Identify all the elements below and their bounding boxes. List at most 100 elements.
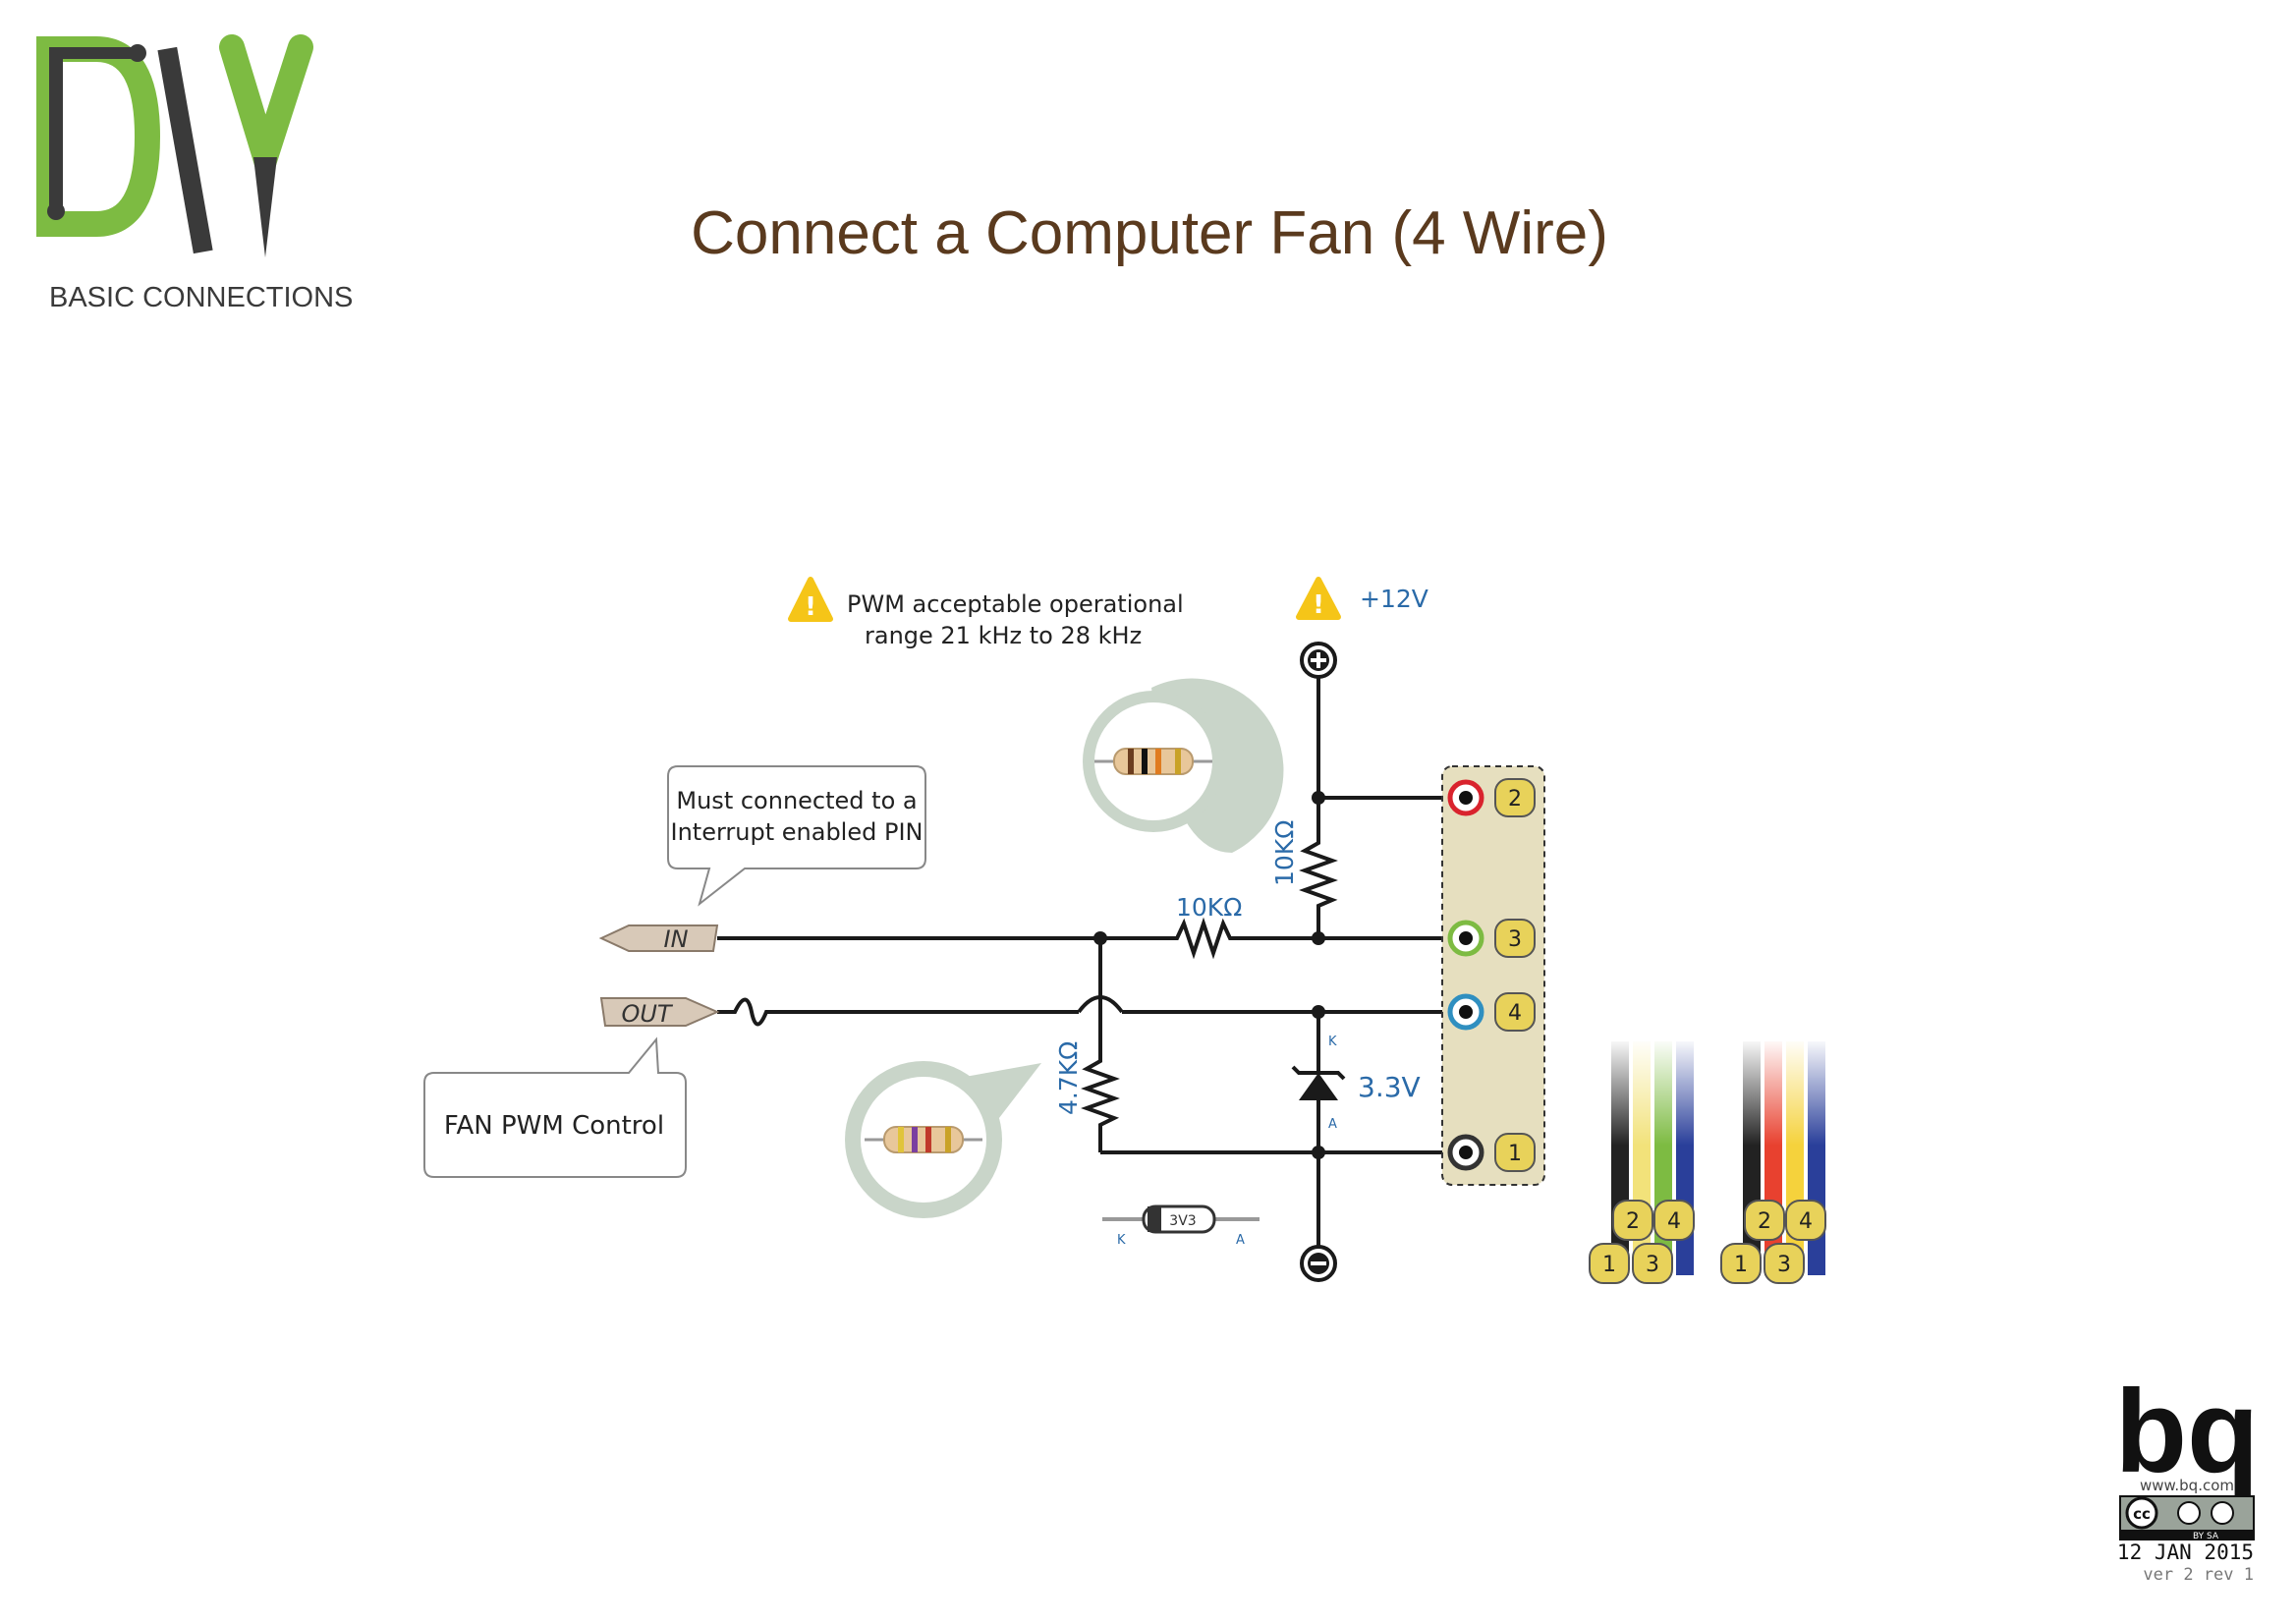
pin-number: 3 xyxy=(1508,927,1522,952)
cc-license-text: BY SA xyxy=(2193,1532,2219,1541)
cable-pin-badge xyxy=(1612,1200,1653,1241)
junctions xyxy=(1093,791,1325,1159)
in-port-shape xyxy=(598,924,719,952)
cc-icon-text: cc xyxy=(2133,1505,2151,1523)
in-port-label: IN xyxy=(663,925,688,953)
diode-a-label: A xyxy=(1236,1233,1245,1248)
cable-pin-number: 4 xyxy=(1799,1209,1813,1234)
cable-pin-badge xyxy=(1653,1200,1695,1241)
cable-pin-number: 3 xyxy=(1777,1253,1791,1277)
resistor-band xyxy=(912,1127,918,1152)
pin-number: 2 xyxy=(1508,787,1522,812)
brand-logo: bq xyxy=(2115,1366,2260,1497)
pin-badge xyxy=(1494,992,1536,1032)
diy-logo: BASIC CONNECTIONS xyxy=(36,34,353,313)
interrupt-callout: Must connected to a Interrupt enabled PI… xyxy=(667,765,926,907)
zener-diode: 3.3V K A xyxy=(1291,1035,1421,1132)
page-title: Connect a Computer Fan (4 Wire) xyxy=(691,199,1608,267)
pin-badge xyxy=(1494,1133,1536,1172)
cable-pin-badge xyxy=(1720,1243,1762,1284)
resistor-band xyxy=(1155,749,1161,774)
logo-subtitle: BASIC CONNECTIONS xyxy=(49,282,353,313)
brand-url: www.bq.com xyxy=(2140,1477,2234,1494)
cable-pin-number: 3 xyxy=(1646,1253,1659,1277)
junction xyxy=(1312,931,1325,945)
interrupt-callout-line2: Interrupt enabled PIN xyxy=(671,818,924,846)
vcc-terminal xyxy=(1300,642,1337,679)
interrupt-callout-line1: Must connected to a xyxy=(676,787,917,814)
cc-badge-strip xyxy=(2120,1530,2254,1540)
connector-pin-3: 3 xyxy=(1447,919,1536,958)
out-port-label: OUT xyxy=(621,1000,673,1028)
pin-badge xyxy=(1494,919,1536,958)
series-resistor-value: 10KΩ xyxy=(1176,893,1242,922)
cable-pin-badge xyxy=(1785,1200,1826,1241)
zener-triangle xyxy=(1299,1073,1338,1100)
zener-diode-photo: 3V3 K A xyxy=(1102,1204,1260,1248)
plus-icon xyxy=(1311,652,1326,668)
pin-badge xyxy=(1494,778,1536,817)
doc-version: ver 2 rev 1 xyxy=(2143,1565,2254,1585)
pin-socket-core xyxy=(1459,1005,1473,1019)
logo-knob-2 xyxy=(129,44,146,62)
doc-date: 12 JAN 2015 xyxy=(2117,1540,2254,1564)
cable-fade xyxy=(1739,1037,1831,1146)
pin-socket-core xyxy=(1459,931,1473,945)
cable-fade xyxy=(1607,1037,1700,1146)
cable-pin-badge xyxy=(1764,1243,1805,1284)
warning-icon xyxy=(1296,577,1341,620)
pin-number: 1 xyxy=(1508,1142,1522,1166)
resistor-bubble-10k xyxy=(1083,678,1284,853)
connector-pin-1: 1 xyxy=(1447,1133,1536,1172)
by-icon xyxy=(2177,1501,2201,1525)
cable-pin-number: 1 xyxy=(1734,1253,1748,1277)
cable-pin-badge xyxy=(1589,1243,1630,1284)
out-port[interactable]: OUT xyxy=(599,997,720,1028)
gnd-terminal xyxy=(1300,1245,1337,1282)
power-label: +12V xyxy=(1360,585,1428,613)
cc-icon xyxy=(2125,1496,2158,1530)
logo-screwdriver xyxy=(49,47,63,216)
power-warning: ! +12V xyxy=(1296,577,1428,620)
junction xyxy=(1312,1146,1325,1159)
warning-mark: ! xyxy=(1313,590,1324,620)
resistor-band xyxy=(1175,749,1181,774)
pullup-resistor-symbol xyxy=(1299,837,1338,938)
cable-pin-number: 1 xyxy=(1602,1253,1616,1277)
logo-pliers xyxy=(253,157,277,257)
resistor-photo-10k xyxy=(1094,748,1212,775)
resistor-band xyxy=(925,1127,931,1152)
zener-k-label: K xyxy=(1328,1035,1337,1049)
resistor-band xyxy=(945,1127,951,1152)
cable-pin-number: 2 xyxy=(1758,1209,1771,1234)
sa-icon xyxy=(2211,1501,2234,1525)
junction xyxy=(1093,931,1107,945)
pin-socket-core xyxy=(1459,791,1473,805)
interrupt-callout-box xyxy=(667,765,926,907)
cable-pin-badge xyxy=(1632,1243,1673,1284)
resistor-band xyxy=(898,1127,904,1152)
pwm-control-callout: FAN PWM Control xyxy=(423,1036,687,1178)
resistor-bubble-47k xyxy=(845,1061,1041,1218)
diode-k-label: K xyxy=(1117,1233,1126,1248)
wire-out xyxy=(717,997,1079,1027)
cable-pin-badge xyxy=(1744,1200,1785,1241)
diode-cathode-band xyxy=(1148,1206,1161,1232)
warning-icon xyxy=(788,577,833,622)
zener-a-label: A xyxy=(1328,1117,1337,1132)
logo-letter-i xyxy=(157,46,213,254)
cable-pin-number: 4 xyxy=(1667,1209,1681,1234)
pwm-control-callout-text: FAN PWM Control xyxy=(444,1111,664,1141)
brand-block: bq www.bq.com cc BY SA 12 JAN 2015 ver 2… xyxy=(2115,1366,2260,1585)
resistor-band xyxy=(1128,749,1134,774)
pin-number: 4 xyxy=(1508,1001,1522,1026)
connector-body xyxy=(1441,765,1545,1186)
pin-socket-core xyxy=(1459,1146,1473,1159)
in-port[interactable]: IN xyxy=(598,924,719,953)
cable-pin-number: 2 xyxy=(1626,1209,1640,1234)
cc-license-badge: cc BY SA xyxy=(2119,1495,2255,1541)
